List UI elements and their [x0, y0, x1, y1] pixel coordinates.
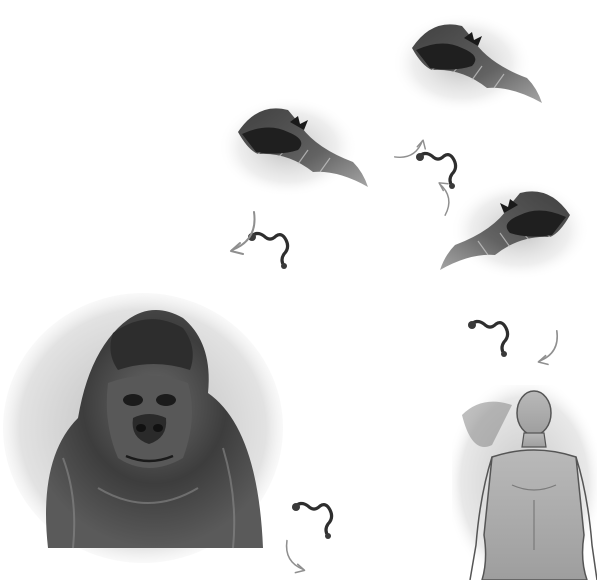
virus-icon: [466, 316, 512, 360]
bat-top-icon: [402, 8, 552, 128]
curved-arrow-icon: [208, 206, 258, 261]
curved-arrow-icon: [278, 536, 328, 578]
curved-arrow-icon: [520, 322, 560, 374]
curved-arrow-icon: [390, 122, 430, 162]
human-icon: [452, 385, 597, 580]
curved-arrow-icon: [416, 176, 456, 216]
gorilla-icon: [8, 298, 278, 558]
bat-left-icon: [228, 92, 378, 212]
